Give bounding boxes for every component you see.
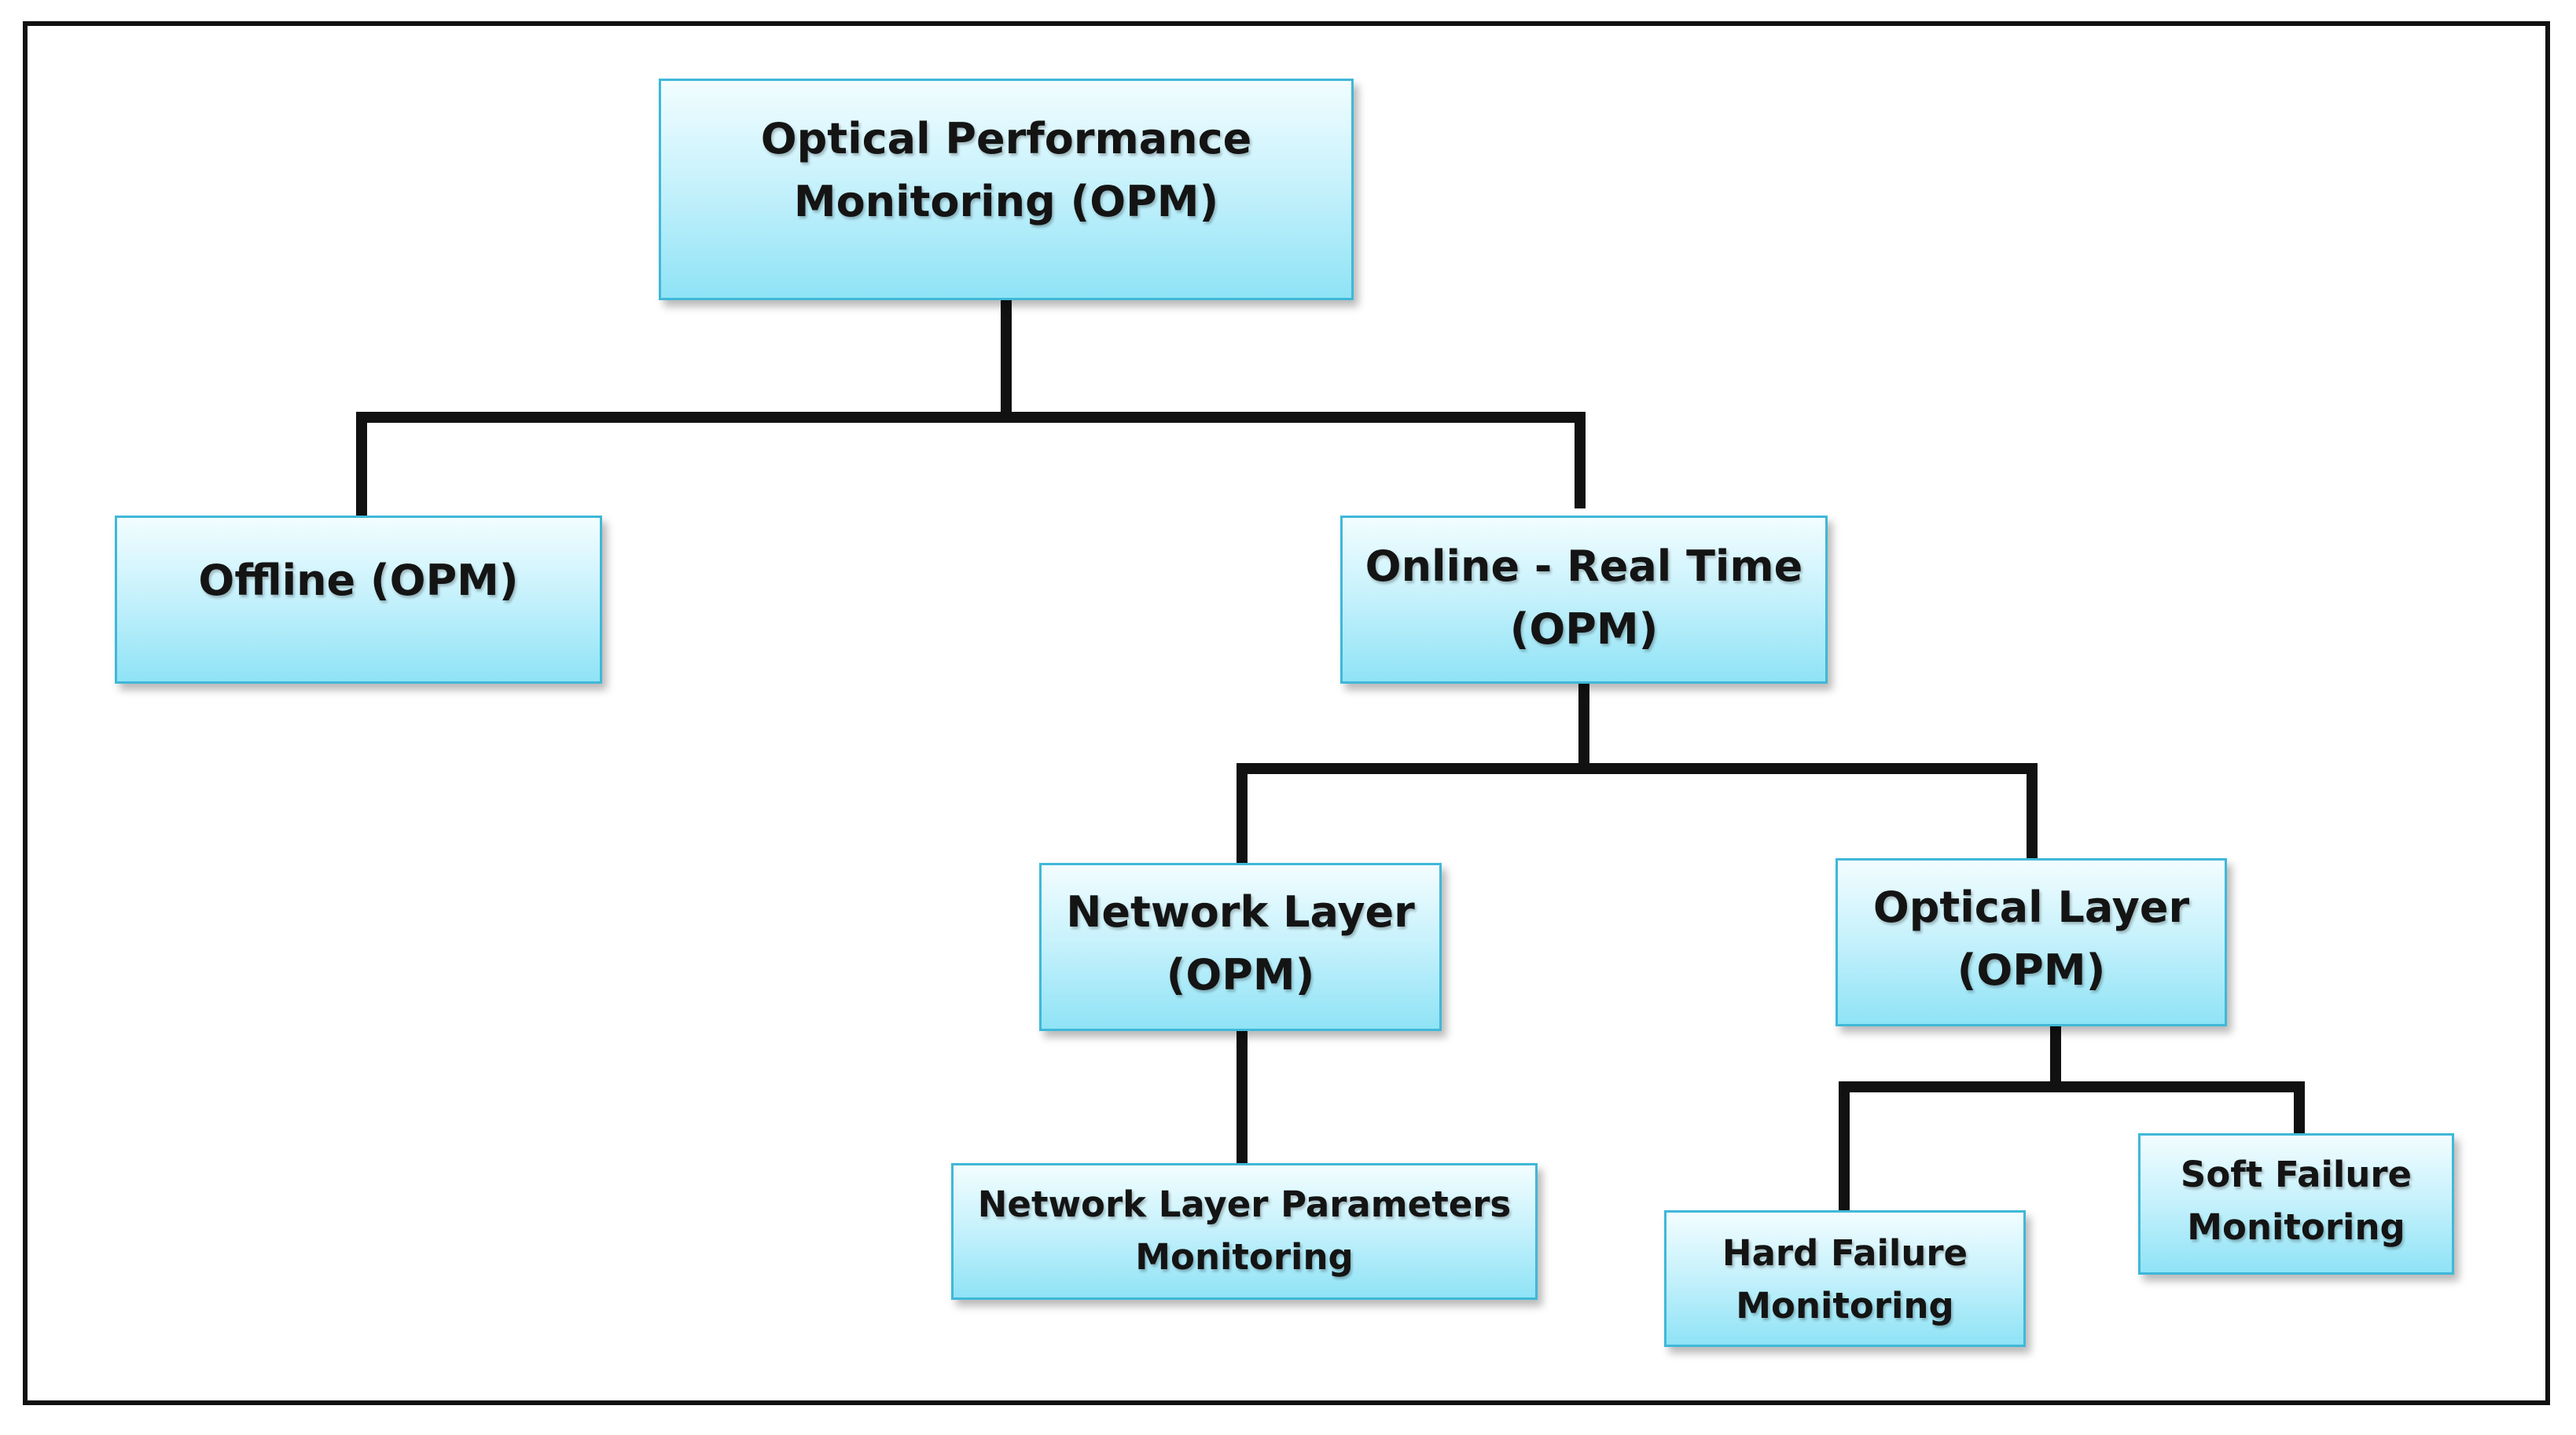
edge-optical-layer-to-hard-failure [1839, 1021, 2061, 1216]
node-soft-failure-monitoring: Soft Failure Monitoring [2138, 1133, 2454, 1275]
node-online-label: Online - Real Time (OPM) [1365, 541, 1803, 654]
node-online-real-time-opm: Online - Real Time (OPM) [1340, 516, 1828, 684]
edge-root-to-online [1001, 412, 1586, 508]
edge-online-to-network-layer [1237, 677, 1589, 868]
node-hard-failure-monitoring: Hard Failure Monitoring [1664, 1210, 2026, 1347]
diagram-frame [23, 21, 2550, 1405]
node-optical-layer-label: Optical Layer (OPM) [1872, 883, 2190, 995]
node-network-layer-label: Network Layer (OPM) [1066, 887, 1415, 1000]
node-optical-layer-opm: Optical Layer (OPM) [1836, 858, 2227, 1026]
edge-root-to-offline [356, 295, 1012, 516]
edge-optical-layer-to-soft-failure [2050, 1081, 2305, 1139]
edge-online-to-optical-layer [1578, 763, 2038, 864]
node-root-label: Optical Performance Monitoring (OPM) [760, 114, 1252, 226]
node-network-layer-opm: Network Layer (OPM) [1039, 863, 1442, 1031]
node-network-layer-parameters-monitoring: Network Layer Parameters Monitoring [951, 1163, 1538, 1300]
node-soft-failure-label: Soft Failure Monitoring [2180, 1154, 2412, 1248]
node-offline-label: Offline (OPM) [198, 556, 519, 605]
node-root-opm: Optical Performance Monitoring (OPM) [659, 79, 1354, 300]
node-network-params-label: Network Layer Parameters Monitoring [977, 1184, 1512, 1278]
node-hard-failure-label: Hard Failure Monitoring [1722, 1232, 1968, 1327]
node-offline-opm: Offline (OPM) [115, 516, 602, 684]
